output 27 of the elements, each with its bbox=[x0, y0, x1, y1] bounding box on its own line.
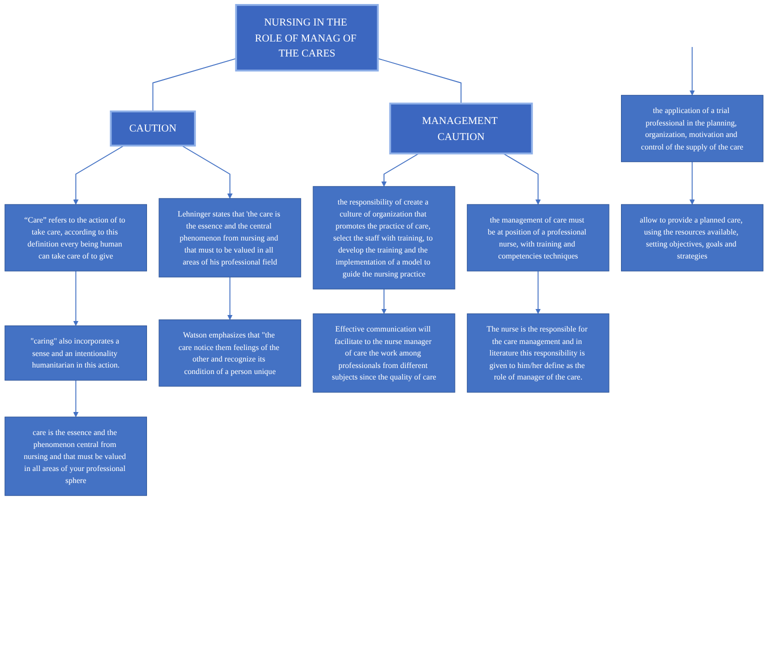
node-box: Lehninger states that 'the care is the essence and the central phenomenon from nursing and that must to be valued in all areas of his professional field bbox=[158, 198, 302, 278]
arrow bbox=[73, 380, 79, 418]
arrow bbox=[535, 270, 541, 314]
node-box: CAUTION bbox=[110, 110, 196, 147]
node-box: The nurse is the responsible for the care management and in literature this responsibility is given to him/her define as the role of manager of the care. bbox=[466, 313, 610, 393]
node-box: care is the essence and the phenomenon central from nursing and that must be valued in all areas of your professional sphere bbox=[4, 416, 147, 496]
node-box: the responsibility of create a culture of organization that promotes the practice of care, select the staff with training, to develop the training and the implementation of a model to guide the nursing practice bbox=[312, 186, 456, 290]
arrow bbox=[689, 161, 695, 205]
node-box: Watson emphasizes that "the care notice them feelings of the other and recognize its condition of a person unique bbox=[158, 319, 302, 387]
arrow bbox=[73, 270, 79, 326]
arrow bbox=[381, 288, 387, 314]
node-box: NURSING IN THE ROLE OF MANAG OF THE CARES bbox=[235, 4, 379, 72]
node-box: MANAGEMENT CAUTION bbox=[389, 102, 533, 154]
connector bbox=[377, 58, 462, 104]
arrow bbox=[227, 276, 233, 320]
arrow bbox=[381, 153, 420, 187]
arrow bbox=[181, 145, 233, 199]
node-box: "caring" also incorporates a sense and an intentionality humanitarian in this action. bbox=[4, 325, 147, 381]
connector bbox=[152, 58, 237, 112]
node-box: the application of a trial professional in the planning, organization, motivation and control of the supply of the care bbox=[621, 94, 764, 162]
node-box: “Care” refers to the action of to take care, according to this definition every being human can take care of to give bbox=[4, 204, 147, 272]
arrow bbox=[73, 145, 124, 205]
node-box: allow to provide a planned care, using the resources available, setting objectives, goals and strategies bbox=[621, 204, 764, 272]
arrow bbox=[689, 46, 695, 96]
node-box: Effective communication will facilitate to the nurse manager of care the work among professionals from different subjects since the quality of care bbox=[312, 313, 456, 393]
node-box: the management of care must be at position of a professional nurse, with training and competencies techniques bbox=[466, 204, 610, 272]
arrow bbox=[502, 153, 541, 205]
